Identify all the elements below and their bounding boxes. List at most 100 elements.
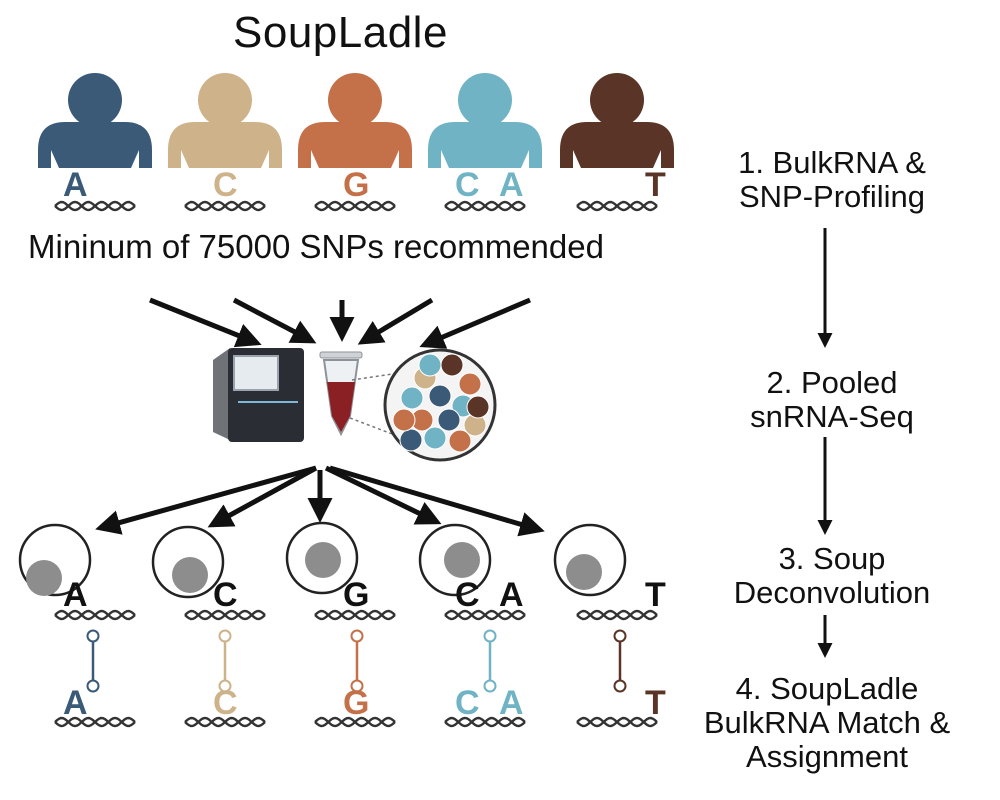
- dna-bottom-icon: [54, 716, 136, 728]
- donor-allele-label: T: [645, 166, 666, 204]
- dna-strand: [54, 200, 136, 212]
- step-1-line-1: 1. BulkRNA &: [738, 145, 926, 180]
- person-head-icon: [198, 73, 252, 127]
- link-node: [483, 679, 497, 693]
- dna-row-bottom: [54, 716, 658, 728]
- nucleus-allele-label: A: [499, 576, 524, 614]
- dna-strand: [444, 200, 526, 212]
- link-node: [218, 679, 232, 693]
- pool-arrow: [419, 297, 531, 349]
- nucleus-allele-label: C: [213, 576, 238, 614]
- step-2-label: 2. Pooled snRNA-Seq: [712, 366, 952, 434]
- dna-strand: [184, 716, 266, 728]
- step-3-label: 3. Soup Deconvolution: [700, 542, 964, 610]
- donor-allele-label: G: [343, 166, 370, 204]
- page-title: SoupLadle: [233, 8, 448, 57]
- single-nucleus-icon: [553, 523, 627, 597]
- sequencer-icon: [213, 348, 304, 442]
- dna-row-top: [54, 200, 658, 212]
- dna-mid-icon: [184, 609, 266, 621]
- donor-allele-label: A: [499, 166, 524, 204]
- cell-nucleus: [566, 554, 602, 590]
- step-4-label: 4. SoupLadle BulkRNA Match & Assignment: [672, 672, 982, 774]
- sequencing-setup: [213, 348, 497, 462]
- person-body-icon: [298, 122, 412, 168]
- matched-allele-label: C: [213, 684, 238, 722]
- nucleus-allele-label: C: [455, 576, 480, 614]
- single-nucleus-icon: [285, 521, 359, 595]
- matched-allele-label: T: [645, 684, 666, 722]
- cell-nucleus: [305, 542, 341, 578]
- step-3-line-1: 3. Soup: [778, 541, 886, 576]
- tube-icon: [319, 351, 363, 437]
- link-node: [483, 629, 497, 643]
- dna-strand: [576, 716, 658, 728]
- person-body-icon: [38, 122, 152, 168]
- donor-1-figure: [38, 73, 152, 168]
- donor-allele-label: A: [63, 166, 88, 204]
- cell-nucleus: [444, 542, 480, 578]
- donor-group: [38, 73, 674, 168]
- nucleus-allele-label: T: [645, 576, 666, 614]
- link-node: [86, 679, 100, 693]
- matched-allele-label: A: [63, 684, 88, 722]
- dna-strand: [444, 609, 526, 621]
- step-2-line-1: 2. Pooled: [766, 365, 898, 400]
- link-node: [350, 679, 364, 693]
- dna-strand: [54, 609, 136, 621]
- dna-bottom-icon: [444, 716, 526, 728]
- person-body-icon: [428, 122, 542, 168]
- nucleus-dot: [437, 408, 461, 432]
- person-head-icon: [328, 73, 382, 127]
- dna-top-icon: [444, 200, 526, 212]
- donor-3-figure: [298, 73, 412, 168]
- donor-4-figure: [428, 73, 542, 168]
- dna-strand: [576, 609, 658, 621]
- step-4-line-1: 4. SoupLadle: [735, 671, 919, 706]
- assign-arrow: [207, 465, 318, 528]
- zoom-guide: [349, 417, 409, 441]
- nucleus-dot: [400, 386, 424, 410]
- dna-strand: [314, 609, 396, 621]
- dna-mid-icon: [314, 609, 396, 621]
- step-1-line-2: SNP-Profiling: [738, 179, 926, 214]
- dna-bottom-icon: [314, 716, 396, 728]
- nucleus-dot: [428, 384, 452, 408]
- single-nucleus-icon: [418, 523, 492, 597]
- match-link-icon: [86, 629, 100, 693]
- cell-nucleus: [172, 557, 208, 593]
- pool-arrow: [149, 297, 262, 348]
- step-3-line-2: Deconvolution: [733, 575, 931, 610]
- person-head-icon: [68, 73, 122, 127]
- person-body-icon: [560, 122, 674, 168]
- pooled-nuclei-magnifier-icon: [383, 348, 497, 462]
- dna-strand: [314, 200, 396, 212]
- dna-mid-icon: [444, 609, 526, 621]
- dna-strand: [184, 200, 266, 212]
- nucleus-dot: [466, 395, 490, 419]
- dna-mid-icon: [576, 609, 658, 621]
- dna-row-middle: [54, 609, 658, 621]
- donor-2-figure: [168, 73, 282, 168]
- dna-strand: [444, 716, 526, 728]
- nucleus-dot: [399, 428, 423, 452]
- dna-strand: [54, 716, 136, 728]
- single-nucleus-icon: [18, 523, 92, 597]
- match-link-icon: [613, 629, 627, 693]
- assign-arrow: [324, 465, 442, 525]
- match-link-icon: [218, 629, 232, 693]
- step-4-line-3: Assignment: [746, 739, 908, 774]
- dna-top-icon: [576, 200, 658, 212]
- single-nucleus-icon: [151, 525, 225, 599]
- link-node: [613, 629, 627, 643]
- donor-allele-label: C: [455, 166, 480, 204]
- nucleus-allele-label: G: [343, 576, 370, 614]
- dna-strand: [314, 716, 396, 728]
- donor-allele-label: C: [213, 166, 238, 204]
- sequencer-side: [213, 348, 230, 440]
- step-1-label: 1. BulkRNA & SNP-Profiling: [712, 146, 952, 214]
- donor-5-figure: [560, 73, 674, 168]
- tube-cap: [319, 351, 363, 359]
- dna-bottom-icon: [184, 716, 266, 728]
- step-4-line-2: BulkRNA Match &: [703, 705, 951, 740]
